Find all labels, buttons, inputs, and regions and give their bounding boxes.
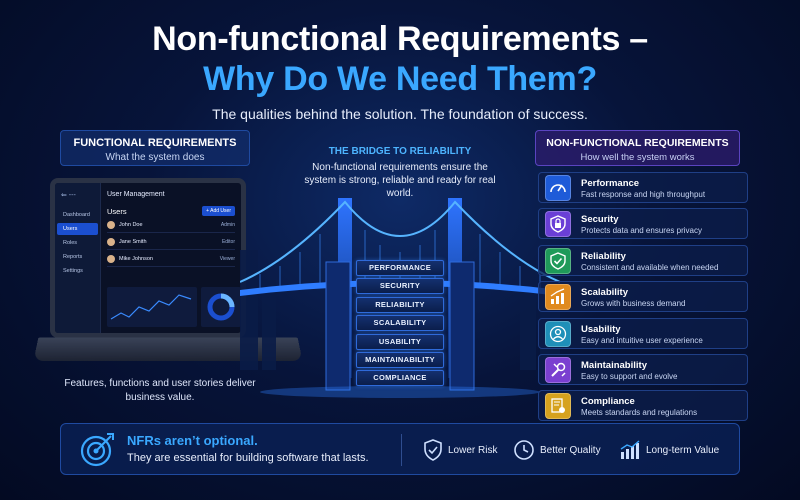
line-chart — [110, 294, 192, 320]
nfr-name: Scalability — [581, 287, 628, 299]
pillar-compliance: COMPLIANCE — [356, 370, 444, 387]
user-role[interactable]: Admin — [220, 222, 235, 228]
nfr-description: Easy to support and evolve — [581, 371, 678, 381]
nfr-name: Compliance — [581, 396, 635, 408]
pillar-reliability: RELIABILITY — [356, 296, 444, 313]
growth-chart-icon — [545, 284, 571, 311]
sidebar-item-roles[interactable]: Roles — [63, 240, 78, 246]
benefit-better-quality: Better Quality — [513, 439, 601, 461]
user-role[interactable]: Viewer — [219, 256, 235, 262]
avatar — [107, 255, 115, 263]
benefit-label: Lower Risk — [448, 444, 498, 456]
user-role[interactable]: Editor — [221, 239, 235, 245]
target-icon — [80, 433, 114, 467]
app-title: User Management — [107, 191, 165, 198]
shield-check-icon — [424, 439, 442, 461]
users-list-title: Users — [107, 206, 127, 216]
pillar-performance: PERFORMANCE — [356, 260, 444, 276]
table-row[interactable]: Mike Johnson Viewer — [107, 252, 235, 267]
sidebar-item-users[interactable]: Users — [57, 223, 98, 235]
clock-icon — [514, 440, 534, 460]
pillar-maintainability: MAINTAINABILITY — [356, 351, 444, 368]
lock-shield-icon — [545, 211, 571, 238]
benefit-label: Long-term Value — [646, 444, 720, 456]
banner-divider — [401, 434, 402, 466]
user-name: John Doe — [119, 222, 143, 228]
table-row[interactable]: Jane Smith Editor — [107, 235, 235, 250]
nfr-description: Meets standards and regulations — [581, 408, 698, 418]
sidebar-item-settings[interactable]: Settings — [63, 268, 83, 274]
sidebar-item-reports[interactable]: Reports — [63, 254, 83, 260]
pillar-security: SECURITY — [356, 278, 444, 295]
functional-caption: Features, functions and user stories del… — [64, 378, 256, 403]
functional-title: FUNCTIONAL REQUIREMENTS — [73, 137, 237, 149]
functional-subtitle: What the system does — [105, 152, 205, 163]
benefit-lower-risk: Lower Risk — [423, 439, 497, 461]
nfr-description: Consistent and available when needed — [581, 262, 719, 272]
pillar-usability: USABILITY — [356, 333, 444, 350]
check-shield-icon — [545, 247, 571, 274]
page-subtitle: The qualities behind the solution. The f… — [212, 106, 588, 122]
nfr-description: Easy and intuitive user experience — [581, 335, 703, 345]
user-name: Jane Smith — [119, 239, 147, 245]
pillar-scalability: SCALABILITY — [356, 315, 444, 332]
nfr-name: Usability — [581, 323, 621, 335]
bottom-banner: NFRs aren’t optional. They are essential… — [60, 423, 740, 475]
functional-requirements-header: FUNCTIONAL REQUIREMENTS What the system … — [60, 130, 250, 166]
nfr-name: Maintainability — [581, 359, 647, 371]
certificate-icon — [545, 393, 571, 420]
nonfunctional-requirements-header: NON-FUNCTIONAL REQUIREMENTS How well the… — [535, 130, 740, 166]
benefit-label: Better Quality — [540, 444, 601, 456]
nfr-name: Reliability — [581, 250, 626, 262]
sidebar-item-dashboard[interactable]: Dashboard — [63, 212, 90, 218]
laptop-main: User Management Users + Add User John Do… — [107, 191, 235, 267]
bridge-illustration — [240, 198, 560, 398]
nonfunctional-subtitle: How well the system works — [580, 152, 695, 163]
nonfunctional-title: NON-FUNCTIONAL REQUIREMENTS — [546, 137, 729, 149]
user-icon — [545, 320, 571, 347]
page-title-line-2: Why Do We Need Them? — [203, 60, 597, 98]
nfr-description: Protects data and ensures privacy — [581, 226, 702, 236]
nfr-name: Performance — [581, 178, 640, 189]
wrench-icon — [545, 356, 571, 383]
bar-chart-icon — [620, 440, 640, 459]
gauge-icon — [545, 175, 571, 201]
bridge-description: Non-functional requirements ensure the s… — [304, 162, 496, 199]
banner-text: They are essential for building software… — [127, 452, 369, 464]
avatar — [107, 221, 115, 229]
nfr-description: Grows with business demand — [581, 299, 686, 309]
bridge-title: THE BRIDGE TO RELIABILITY — [328, 146, 472, 157]
banner-headline: NFRs aren’t optional. — [127, 433, 258, 448]
nfr-name: Security — [581, 214, 619, 226]
benefit-long-term-value: Long-term Value — [619, 439, 719, 461]
sidebar-top: ⇐ --- — [61, 192, 76, 199]
bridge-deck — [240, 280, 560, 296]
nfr-description: Fast response and high throughput — [581, 190, 706, 199]
table-row[interactable]: John Doe Admin — [107, 218, 235, 233]
user-name: Mike Johnson — [119, 256, 153, 262]
avatar — [107, 238, 115, 246]
laptop-charts — [107, 287, 241, 327]
add-user-button[interactable]: + Add User — [202, 206, 235, 216]
page-title-line-1: Non-functional Requirements – — [152, 20, 648, 58]
